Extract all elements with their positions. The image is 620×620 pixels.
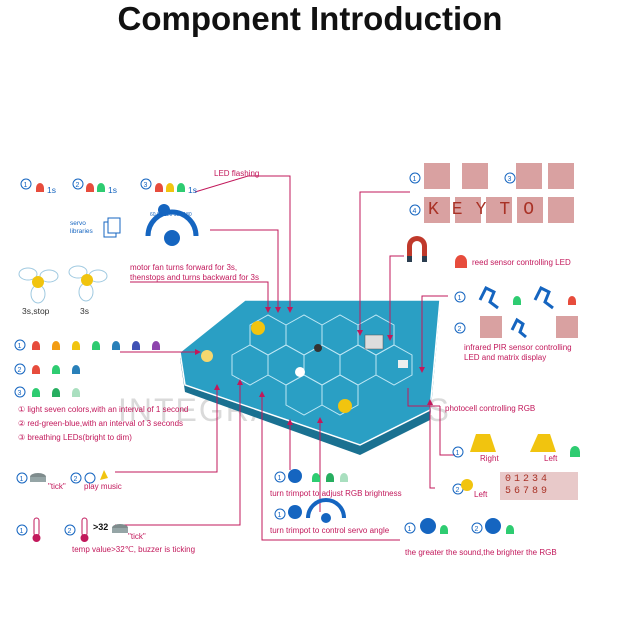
fan-running-icon <box>68 265 108 302</box>
label-led-flashing: LED flashing <box>214 169 260 178</box>
svg-text:3: 3 <box>18 390 22 397</box>
svg-text:1: 1 <box>18 343 22 350</box>
reed-led-icon <box>455 255 467 268</box>
photocell-row-2: 2 <box>452 472 578 500</box>
svg-text:2: 2 <box>456 487 460 494</box>
svg-text:2: 2 <box>74 476 78 483</box>
svg-text:4: 4 <box>413 208 417 215</box>
svg-text:1: 1 <box>278 475 282 482</box>
pir-row-1: 1 <box>454 285 576 310</box>
svg-text:3: 3 <box>508 176 512 183</box>
label-1s-b: 1s <box>108 185 117 195</box>
svg-text:1: 1 <box>24 182 28 189</box>
buzzer-row: 1 2 <box>16 470 108 484</box>
label-photocell: photocell controlling RGB <box>445 404 536 413</box>
rgb-row-2: 2 <box>14 363 80 375</box>
label-temp: temp value>32℃, buzzer is ticking <box>72 545 196 554</box>
led-flash-set-3: 3 <box>140 178 185 192</box>
label-tick2: "tick" <box>128 532 146 541</box>
fan-stop-icon <box>18 267 59 304</box>
label-motor-fan: motor fan turns forward for 3s, thenstop… <box>130 263 259 282</box>
rgb-row-3: 3 <box>14 386 80 398</box>
rgb-row-1: 1 <box>14 339 160 351</box>
magnet-icon <box>407 236 427 262</box>
label-fan-stop: 3s,stop <box>22 306 50 316</box>
page-title: Component Introduction <box>117 0 503 37</box>
label-rgb-breathing: ③ breathing LEDs(bright to dim) <box>18 433 132 442</box>
svg-text:1: 1 <box>20 476 24 483</box>
label-fan-3s: 3s <box>80 306 89 316</box>
label-right: Right <box>480 454 499 463</box>
label-rgb-seven: ① light seven colors,with an interval of… <box>18 405 189 414</box>
label-pir: infrared PIR sensor controlling LED and … <box>464 343 572 362</box>
digits-row-2: 56789 <box>505 486 551 497</box>
matrix-word: KEYTO <box>428 200 548 220</box>
led-flash-set-2: 2 <box>72 178 105 192</box>
label-tick: "tick" <box>48 482 66 491</box>
sound-row: 1 2 <box>404 518 514 534</box>
svg-text:2: 2 <box>76 182 80 189</box>
servo-dial-icon <box>145 204 199 246</box>
label-1s-c: 1s <box>188 185 197 195</box>
main-board <box>179 299 441 455</box>
svg-text:2: 2 <box>475 526 479 533</box>
matrix-row-2: 4 <box>409 197 574 223</box>
svg-text:2: 2 <box>458 326 462 333</box>
label-left2: Left <box>474 490 488 499</box>
svg-text:1: 1 <box>408 526 412 533</box>
svg-text:2: 2 <box>68 528 72 535</box>
label-trimpot-servo: turn trimpot to control servo angle <box>270 526 390 535</box>
trimpot-rgb-icons: 1 <box>274 469 348 483</box>
temp-row: 1 2 <box>16 517 128 542</box>
svg-text:1: 1 <box>413 176 417 183</box>
label-left: Left <box>544 454 558 463</box>
label-rgb-rgb: ② red-green-blue,with an interval of 3 s… <box>18 419 184 428</box>
svg-text:1: 1 <box>20 528 24 535</box>
trimpot-servo-icons: 1 <box>274 498 346 523</box>
svg-text:3: 3 <box>144 182 148 189</box>
label-1s-a: 1s <box>47 185 56 195</box>
label-reed: reed sensor controlling LED <box>472 258 571 267</box>
svg-text:1: 1 <box>458 295 462 302</box>
label-servo-libraries: servo libraries <box>70 220 93 235</box>
label-gt32: >32 <box>93 522 109 532</box>
servo-libraries-icon <box>103 217 121 238</box>
svg-text:1: 1 <box>278 512 282 519</box>
label-trimpot-rgb: turn trimpot to adjust RGB brightness <box>270 489 402 498</box>
matrix-row-1: 1 3 <box>409 163 574 189</box>
label-play-music: play music <box>84 482 122 491</box>
led-flash-set-1: 1 <box>20 178 44 192</box>
pir-row-2: 2 <box>454 316 578 339</box>
digits-row-1: 01234 <box>505 474 551 485</box>
label-dial-ticks: 60 90 120 150 180 <box>150 212 192 218</box>
svg-text:2: 2 <box>18 367 22 374</box>
svg-text:1: 1 <box>456 450 460 457</box>
label-sound: the greater the sound,the brighter the R… <box>405 548 557 557</box>
photocell-row-1: 1 <box>452 434 580 458</box>
